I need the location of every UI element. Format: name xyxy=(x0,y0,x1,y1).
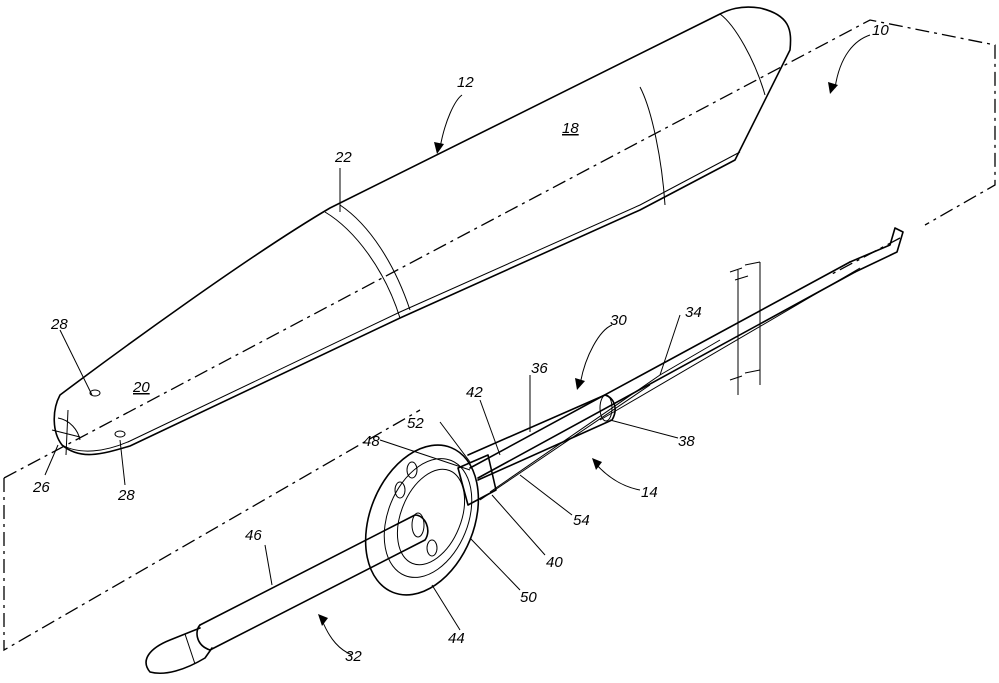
label-38: 38 xyxy=(678,433,695,450)
sheath-body xyxy=(52,7,791,455)
label-40: 40 xyxy=(546,554,563,571)
label-18: 18 xyxy=(562,120,579,137)
label-34: 34 xyxy=(685,304,702,321)
reference-numerals: 10 12 18 22 28 20 26 28 30 34 36 42 52 3… xyxy=(32,22,889,665)
label-26: 26 xyxy=(32,479,50,496)
label-22: 22 xyxy=(334,149,352,166)
label-20: 20 xyxy=(132,379,150,396)
label-28-bottom: 28 xyxy=(117,487,135,504)
label-54: 54 xyxy=(573,512,590,529)
label-30: 30 xyxy=(610,312,627,329)
label-14: 14 xyxy=(641,484,658,501)
section-plane xyxy=(4,20,995,650)
label-52: 52 xyxy=(407,415,424,432)
label-28-top: 28 xyxy=(50,316,68,333)
label-12: 12 xyxy=(457,74,474,91)
label-32: 32 xyxy=(345,648,362,665)
label-36: 36 xyxy=(531,360,548,377)
label-42: 42 xyxy=(466,384,483,401)
label-50: 50 xyxy=(520,589,537,606)
label-48: 48 xyxy=(363,433,380,450)
label-46: 46 xyxy=(245,527,262,544)
label-10: 10 xyxy=(872,22,889,39)
catheter-assembly xyxy=(146,228,903,673)
label-44: 44 xyxy=(448,630,465,647)
